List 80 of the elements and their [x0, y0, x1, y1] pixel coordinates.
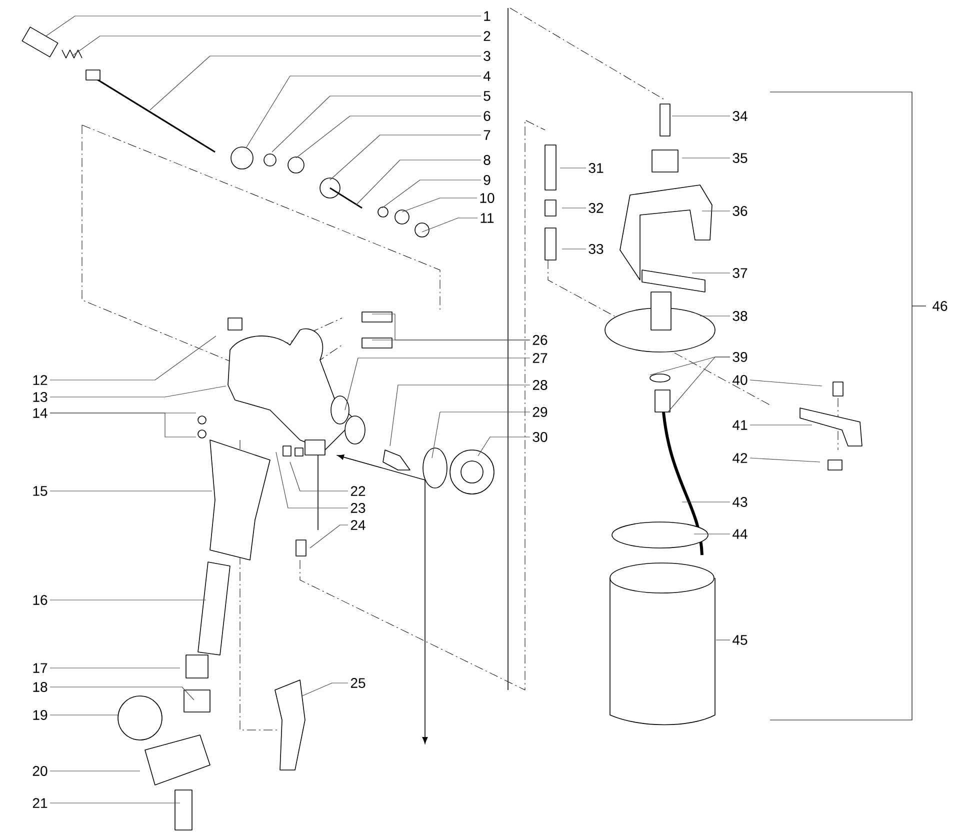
leader-line [692, 272, 730, 274]
callout-number: 12 [33, 375, 48, 385]
leader-line [750, 424, 812, 426]
callout-number: 32 [588, 203, 604, 213]
leader-line [310, 524, 348, 548]
callout-number: 3 [484, 51, 490, 61]
callout-number: 13 [33, 392, 48, 402]
callout-number: 30 [532, 432, 548, 442]
callout-number: 8 [484, 155, 490, 165]
callout-number: 42 [732, 453, 748, 463]
leader-line [50, 770, 140, 772]
callout-number: 16 [33, 595, 48, 605]
callout-number: 23 [350, 503, 366, 513]
callout-number: 28 [532, 380, 548, 390]
leader-line [246, 76, 482, 148]
callout-number: 19 [33, 710, 48, 720]
callout-number: 31 [588, 163, 604, 173]
callout-number: 25 [350, 678, 366, 688]
callout-number: 17 [33, 663, 48, 673]
callout-number: 41 [732, 420, 748, 430]
leader-line [382, 180, 482, 208]
callout-number: 38 [732, 311, 748, 321]
leader-line [344, 358, 530, 410]
callout-number: 45 [732, 635, 748, 645]
leader-line [402, 198, 478, 212]
leader-line [562, 248, 586, 250]
leader-line [356, 160, 482, 206]
leader-line [330, 134, 482, 180]
leader-line [478, 436, 530, 456]
callout-number: 5 [484, 91, 490, 101]
leader-line [46, 16, 482, 36]
callout-number: 36 [732, 206, 748, 216]
leader-line [72, 36, 482, 56]
leader-line [422, 218, 478, 232]
callout-number: 2 [484, 31, 490, 41]
callout-number: 9 [484, 175, 490, 185]
leader-line [50, 802, 180, 804]
callout-number: 7 [484, 130, 490, 140]
callout-number: 18 [33, 682, 48, 692]
callout-number: 34 [732, 111, 748, 121]
leader-line [50, 336, 216, 380]
leader-line [750, 458, 820, 462]
callout-number: 46 [932, 301, 948, 311]
callout-number: 35 [732, 153, 748, 163]
callout-number: 40 [732, 375, 748, 385]
callout-number: 21 [32, 798, 48, 808]
callout-number: 6 [484, 111, 490, 121]
callout-number: 39 [732, 352, 748, 362]
callout-number: 26 [532, 335, 548, 345]
leader-line [276, 452, 348, 508]
callout-number: 37 [732, 268, 748, 278]
callout-number: 11 [480, 213, 494, 223]
leader-line [296, 116, 482, 158]
callout-number: 22 [350, 486, 366, 496]
leader-line [50, 686, 194, 700]
callout-number: 1 [484, 11, 490, 21]
callout-number: 43 [732, 497, 748, 507]
callout-number: 15 [33, 486, 48, 496]
leader-line [302, 682, 348, 696]
leader-line [750, 380, 822, 386]
leader-line [50, 412, 196, 438]
callout-number: 4 [483, 71, 490, 81]
callout-number: 14 [33, 408, 48, 418]
callout-number: 24 [350, 520, 366, 530]
leader-line [50, 714, 118, 716]
callout-number: 33 [588, 244, 604, 254]
leader-line [50, 386, 226, 398]
leader-line [668, 356, 730, 412]
callout-number: 27 [532, 353, 548, 363]
leader-line [432, 412, 530, 458]
leader-line [702, 210, 730, 212]
leader-line [390, 384, 530, 446]
callout-number: 20 [32, 766, 48, 776]
leader-line [290, 462, 348, 492]
leader-line [150, 56, 482, 110]
callout-number: 29 [532, 407, 548, 417]
leader-line [50, 490, 212, 492]
callout-number: 44 [732, 529, 748, 539]
leader-line [272, 96, 482, 152]
callout-number: 10 [480, 193, 494, 203]
